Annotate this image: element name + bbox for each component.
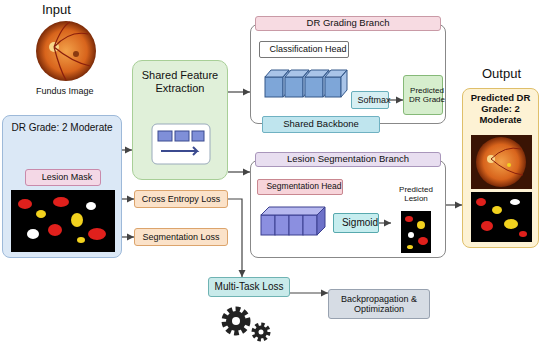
flow-arrow	[122, 198, 134, 199]
head-box: Segmentation Head	[257, 179, 343, 195]
flow-arrow	[228, 91, 250, 92]
output-lesion-image	[471, 192, 532, 242]
branch-box: Lesion Segmentation BranchSegmentation H…	[250, 160, 446, 258]
flow-arrow	[389, 99, 403, 100]
optimizer-box: Backpropagation & Optimization	[328, 289, 430, 319]
node-text: Softmax	[356, 95, 392, 105]
segmentation-cubes	[259, 201, 327, 239]
node-text: Sigmoid	[338, 217, 382, 229]
gears-icon	[225, 310, 268, 339]
predicted-lesion-image	[401, 211, 431, 253]
flow-arrow	[379, 222, 391, 223]
flow-arrow	[446, 204, 462, 205]
node-text: Shared Backbone	[266, 119, 376, 130]
lesion-mask-image	[11, 190, 115, 252]
node-text: Segmentation Head	[262, 182, 346, 192]
node-text: Lesion Mask	[30, 172, 104, 182]
input-panel: DR Grade: 2 ModerateLesion Mask	[2, 115, 122, 258]
flow-arrow	[122, 149, 132, 150]
mask-label-box: Lesion Mask	[25, 169, 101, 186]
loss-box: Multi-Task Loss	[208, 277, 290, 297]
caption-label: Output	[482, 66, 521, 81]
node-text: Segmentation Loss	[138, 232, 224, 242]
softmax-box: Softmax	[351, 91, 389, 109]
classifier-blocks	[263, 65, 349, 101]
result-panel: Predicted Lesion	[391, 185, 441, 255]
branch-box: DR Grading BranchClassification HeadSoft…	[250, 24, 446, 124]
flow-arrow	[122, 236, 134, 237]
branch-title: Lesion Segmentation Branch	[255, 152, 441, 167]
branch-title: DR Grading Branch	[255, 16, 441, 31]
backbone-box: Shared Backbone	[262, 116, 380, 133]
loss-box: Segmentation Loss	[134, 228, 228, 246]
node-text: Multi-Task Loss	[212, 281, 286, 293]
output-panel: Predicted DR Grade: 2 Moderate	[462, 88, 539, 248]
node-text: Backpropagation & Optimization	[332, 294, 426, 315]
head-box: Classification Head	[259, 41, 349, 58]
sigmoid-box: Sigmoid	[333, 213, 379, 233]
output-fundus-image	[471, 135, 532, 189]
node-text: Cross Entropy Loss	[138, 194, 224, 204]
node-text: Predicted DR Grade	[408, 86, 446, 104]
fundus-image	[36, 21, 96, 81]
node-text: Predicted DR Grade: 2 Moderate	[467, 93, 534, 126]
feature-box: Shared Feature Extraction	[132, 60, 228, 180]
flow-arrow	[290, 292, 328, 293]
flow-arrow	[228, 199, 242, 277]
caption-label: Fundus Image	[36, 86, 94, 96]
node-text: DR Grade: 2 Moderate	[7, 122, 117, 134]
caption-label: Input	[42, 2, 71, 17]
node-text: Predicted Lesion	[395, 185, 437, 203]
node-text: Shared Feature Extraction	[137, 69, 223, 94]
flow-arrow	[228, 171, 250, 172]
node-text: Classification Head	[264, 44, 352, 54]
result-box: Predicted DR Grade	[403, 75, 443, 115]
loss-box: Cross Entropy Loss	[134, 190, 228, 208]
feature-icon	[151, 123, 211, 165]
